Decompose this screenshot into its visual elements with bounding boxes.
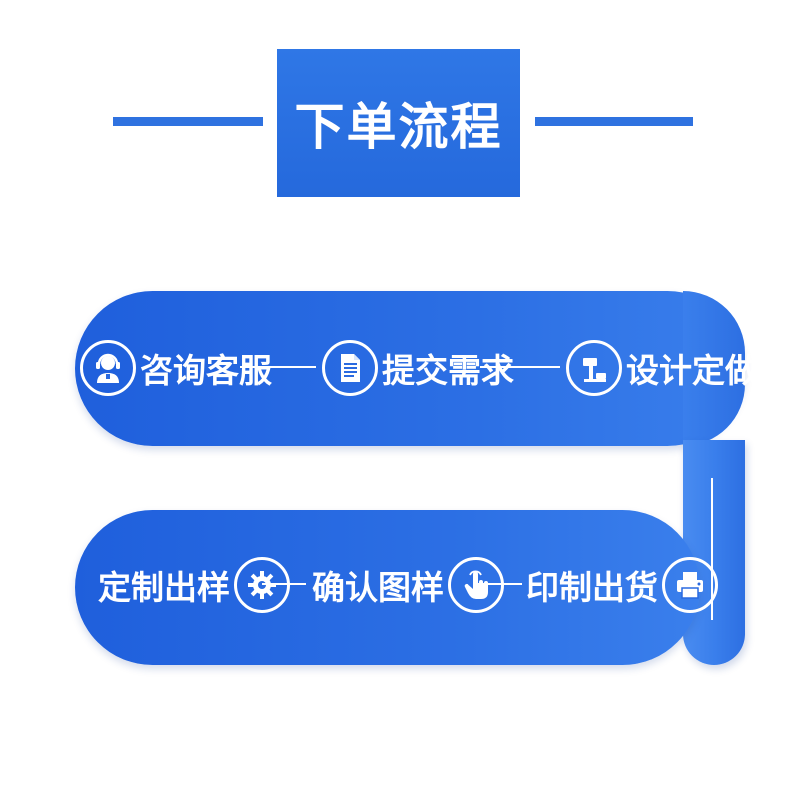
step-label: 印制出货 — [526, 568, 658, 607]
step-submit: 提交需求 — [322, 340, 514, 396]
dash-connector — [240, 366, 316, 368]
step-confirm: 确认图样 — [312, 557, 504, 613]
step-label: 提交需求 — [382, 351, 514, 390]
step-label: 咨询客服 — [140, 351, 272, 390]
title-line-right — [535, 117, 693, 126]
dash-connector — [262, 583, 306, 585]
dash-connector — [480, 366, 560, 368]
step-print: 印制出货 — [526, 557, 718, 613]
step-label: 定制出样 — [98, 568, 230, 607]
hand-pointer-icon — [448, 557, 504, 613]
printer-icon — [662, 557, 718, 613]
step-label: 设计定做 — [626, 351, 758, 390]
flow-band-top — [75, 291, 745, 446]
step-label: 确认图样 — [312, 568, 444, 607]
hammer-icon — [566, 340, 622, 396]
dash-connector — [474, 583, 522, 585]
step-consult: 咨询客服 — [80, 340, 272, 396]
page-title: 下单流程 — [277, 49, 520, 197]
title-line-left — [113, 117, 263, 126]
step-sample: 定制出样 — [98, 557, 290, 613]
step-design: 设计定做 — [566, 340, 758, 396]
connector-line — [711, 478, 713, 620]
document-icon — [322, 340, 378, 396]
gear-icon — [234, 557, 290, 613]
flow-band-bottom — [75, 510, 700, 665]
flow-band-connector — [683, 440, 745, 665]
customer-service-icon — [80, 340, 136, 396]
